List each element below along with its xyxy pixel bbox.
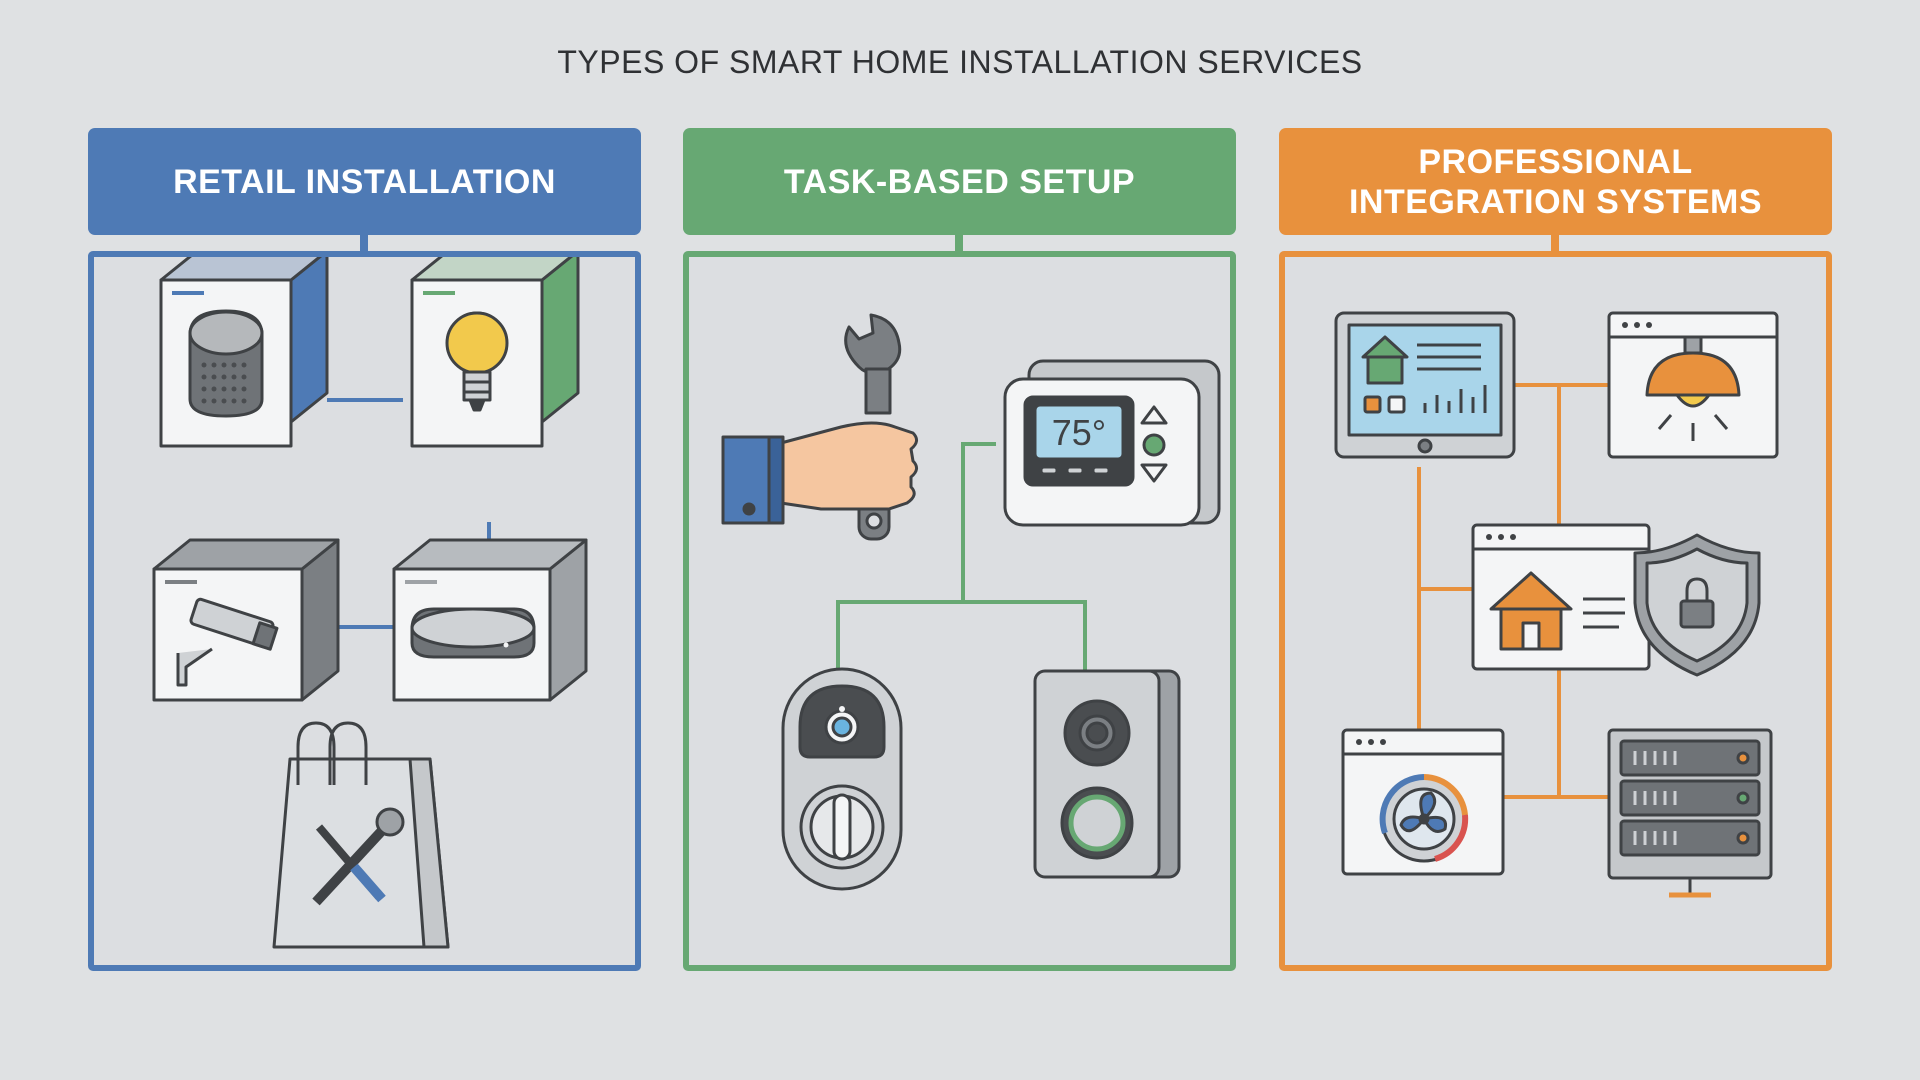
shopping-bag-tools-icon <box>272 721 450 949</box>
climate-fan-window-icon <box>1341 728 1505 876</box>
thermostat-icon: 75° <box>1003 359 1221 527</box>
home-dashboard-icon <box>1334 311 1516 459</box>
server-rack-icon <box>1607 728 1773 898</box>
task-connector-lines <box>836 442 1087 670</box>
retail-installation-column: RETAIL INSTALLATION <box>88 128 641 971</box>
retail-installation-panel <box>88 251 641 971</box>
professional-integration-panel <box>1279 251 1832 971</box>
header-connector <box>955 235 963 255</box>
page-title: TYPES OF SMART HOME INSTALLATION SERVICE… <box>557 44 1363 80</box>
task-based-setup-column: TASK-BASED SETUP <box>683 128 1236 971</box>
retail-installation-header: RETAIL INSTALLATION <box>88 128 641 235</box>
thermostat-reading: 75° <box>1052 412 1106 453</box>
header-connector <box>1551 235 1559 255</box>
smart-lamp-window-icon <box>1607 311 1779 459</box>
task-based-setup-panel: 75° <box>683 251 1236 971</box>
professional-integration-column: PROFESSIONAL INTEGRATION SYSTEMS <box>1279 128 1832 971</box>
smart-bulb-icon <box>410 257 580 448</box>
professional-integration-header: PROFESSIONAL INTEGRATION SYSTEMS <box>1279 128 1832 235</box>
security-camera-icon <box>152 538 340 702</box>
streaming-box-icon <box>392 538 588 702</box>
security-shield-icon <box>1633 533 1761 677</box>
smart-doorbell-icon <box>1033 669 1181 879</box>
header-connector <box>360 235 368 255</box>
task-based-setup-header: TASK-BASED SETUP <box>683 128 1236 235</box>
smart-speaker-icon <box>159 257 329 448</box>
hand-wrench-icon <box>721 313 918 541</box>
video-doorbell-icon <box>781 667 903 891</box>
home-app-window-icon <box>1471 523 1651 671</box>
